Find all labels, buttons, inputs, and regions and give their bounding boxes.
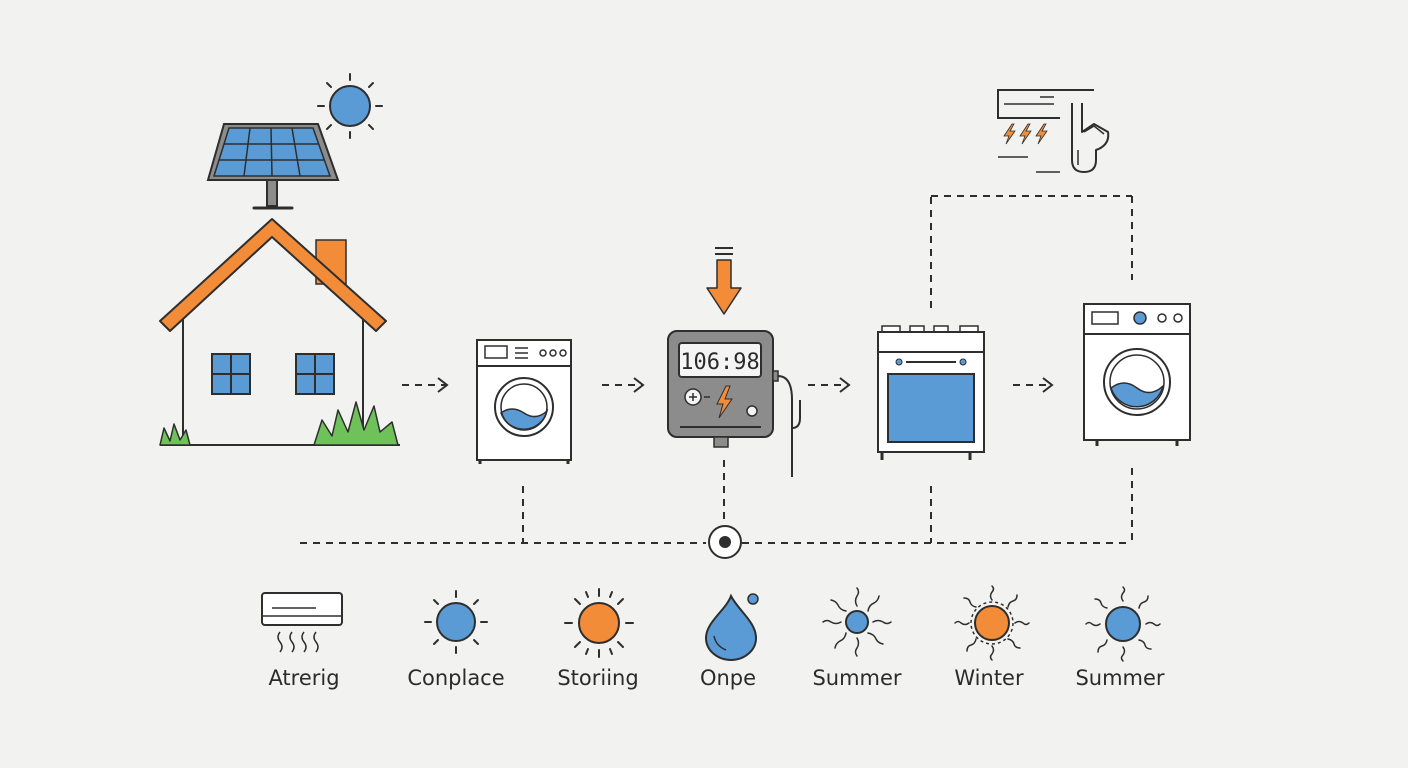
air-conditioner-icon [261,592,343,653]
arrow-right-icon [602,377,645,393]
lightning-bolt-icon [716,385,733,419]
legend-label: Summer [1075,666,1164,690]
legend-item: Summer [812,587,902,690]
legend-label: Storiing [557,666,638,690]
house-window-left [211,353,251,395]
legend-item: Conplace [407,590,505,690]
washing-machine-icon [476,339,572,464]
legend-item: Atrerig [261,592,343,690]
orange-sun-icon [564,588,634,658]
spiky-blue-sun-icon [822,587,892,657]
water-drop-icon [704,593,759,661]
blue-sun-icon [424,590,488,654]
air-conditioner-thermostat-icon [997,89,1110,173]
top-sun-icon [317,73,383,139]
legend-item: Summer [1075,586,1165,690]
arrow-right-icon [808,377,851,393]
meter-display: 106:98 [680,350,759,375]
flow-arrows [402,377,1054,393]
oven-icon [877,325,985,460]
grass-right-icon [313,401,399,446]
house-window-right [295,353,335,395]
legend-item: Winter [954,585,1030,690]
legend-item: Storiing [557,588,639,690]
legend-item: Onpe [700,593,759,690]
legend-label: Atrerig [268,666,339,690]
spiky-blue-sun-icon [1085,586,1161,662]
washing-machine-icon [1083,303,1191,446]
hub-node [708,525,742,559]
house-icon [159,218,400,446]
energy-meter-icon: 106:98 [667,330,801,477]
arrow-right-icon [1013,377,1054,393]
power-input-arrow-icon [706,247,742,315]
arrow-right-icon [402,377,449,393]
legend-label: Onpe [700,666,756,690]
grass-left-icon [159,423,191,446]
legend-label: Summer [812,666,901,690]
spiky-orange-sun-icon [954,585,1030,661]
legend-label: Winter [954,666,1024,690]
solar-panel-icon [206,123,340,210]
legend: Atrerig Conplace [261,585,1165,690]
dashed-connectors [300,195,1133,544]
legend-label: Conplace [407,666,504,690]
